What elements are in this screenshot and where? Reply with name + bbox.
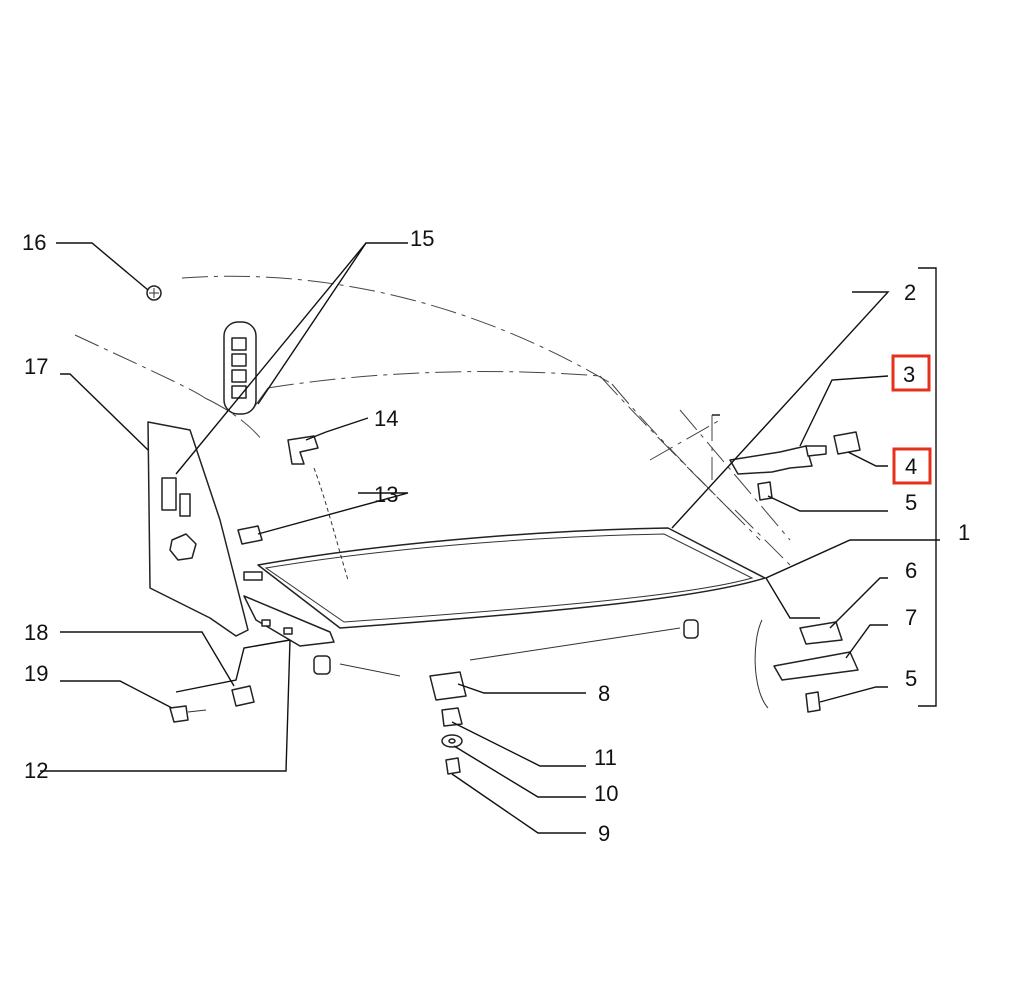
callout-17: 17 [24, 354, 48, 379]
clip-16 [146, 285, 162, 301]
window-bumpers [313, 619, 699, 677]
callout-labels: 16 15 2 17 3 14 4 13 5 1 6 7 18 19 5 8 1… [22, 226, 970, 846]
leader-lines [40, 242, 940, 834]
callout-8: 8 [598, 681, 610, 706]
callout-5b: 5 [905, 666, 917, 691]
rear-window-glass [257, 527, 766, 629]
side-trim-panel [147, 421, 249, 637]
callout-12: 12 [24, 758, 48, 783]
callout-19: 19 [24, 661, 48, 686]
heater-wire [237, 467, 349, 581]
callout-16: 16 [22, 230, 46, 255]
lower-hinge-hardware [754, 619, 859, 713]
callout-highlights [891, 354, 932, 485]
screw-19 [169, 705, 207, 723]
callout-18: 18 [24, 620, 48, 645]
callout-1: 1 [958, 520, 970, 545]
fastener-stack [441, 707, 463, 775]
lower-trim-strip [243, 595, 335, 647]
callout-5a: 5 [905, 490, 917, 515]
callout-9: 9 [598, 821, 610, 846]
callout-3: 3 [903, 362, 915, 387]
callout-2: 2 [904, 280, 916, 305]
callout-7: 7 [905, 605, 917, 630]
callout-11: 11 [594, 745, 617, 770]
buffer-8 [429, 671, 467, 701]
callout-14: 14 [374, 406, 398, 431]
callout-15: 15 [410, 226, 434, 251]
bracket-14 [287, 435, 319, 465]
clip-18 [231, 685, 255, 707]
highlight-box-3 [891, 354, 931, 392]
callout-10: 10 [594, 781, 618, 806]
callout-6: 6 [905, 558, 917, 583]
callout-4: 4 [905, 454, 917, 479]
switch-panel [223, 321, 257, 415]
highlight-box-4 [892, 447, 932, 485]
hinge-assembly [729, 431, 861, 501]
car-body-outline [74, 275, 791, 566]
callout-13: 13 [374, 482, 398, 507]
